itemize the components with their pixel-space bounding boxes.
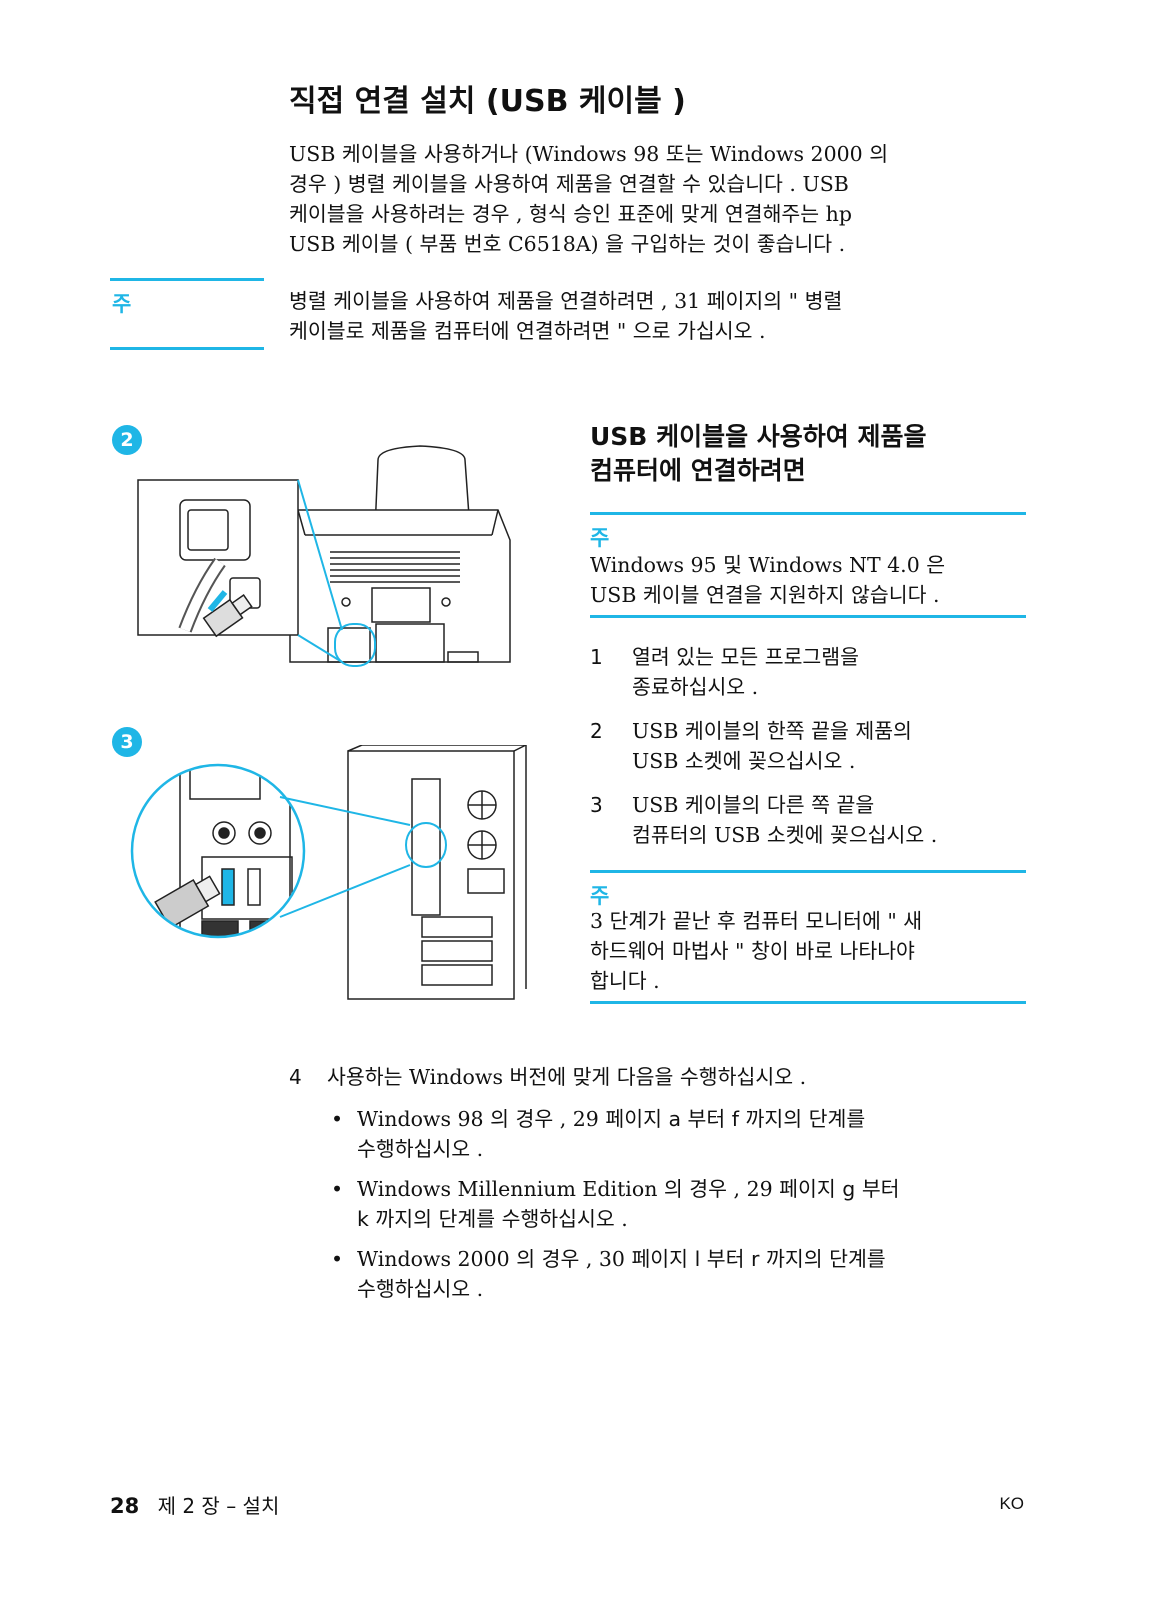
step-ref: a <box>668 1107 682 1131</box>
note-line: USB 케이블 연결을 지원하지 않습니다 . <box>590 583 940 607</box>
note-label: 주 <box>590 526 610 550</box>
note-rule-top <box>110 278 264 281</box>
step-number: 3 <box>590 793 603 817</box>
note-rule-bottom <box>590 1001 1026 1004</box>
note-line: 하드웨어 마법사 " 창이 바로 나타나야 <box>590 939 915 963</box>
bullet-text: Windows 98 의 경우 , 29 페이지 <box>357 1107 669 1131</box>
step-line: 컴퓨터의 USB 소켓에 꽂으십시오 . <box>632 823 938 847</box>
printer-usb-illustration <box>137 445 511 667</box>
intro-line: 경우 ) 병렬 케이블을 사용하여 제품을 연결할 수 있습니다 . USB <box>289 172 849 196</box>
note-line: 케이블로 제품을 컴퓨터에 연결하려면 " 으로 가십시오 . <box>289 319 766 343</box>
step-4: 4 사용하는 Windows 버전에 맞게 다음을 수행하십시오 . <box>289 1062 1049 1092</box>
bullet-icon: • <box>331 1107 344 1131</box>
note-text: 3 단계가 끝난 후 컴퓨터 모니터에 " 새 하드웨어 마법사 " 창이 바로… <box>590 906 1030 996</box>
step-ref: l <box>694 1247 701 1271</box>
bullet-text: 까지의 단계를 <box>739 1107 866 1131</box>
step-line: USB 소켓에 꽂으십시오 . <box>632 749 856 773</box>
step-ref: r <box>751 1247 760 1271</box>
page-number: 28 <box>110 1494 140 1518</box>
figure-badge: 3 <box>112 727 142 757</box>
step-line: 열려 있는 모든 프로그램을 <box>632 645 860 669</box>
step-line: 종료하십시오 . <box>632 675 759 699</box>
bullet-icon: • <box>331 1177 344 1201</box>
bullet-text: 수행하십시오 . <box>357 1137 484 1161</box>
bullet-text: 부터 <box>855 1177 900 1201</box>
note-label: 주 <box>590 884 610 908</box>
bullet-text: 부터 <box>681 1107 732 1131</box>
intro-line: USB 케이블을 사용하거나 (Windows 98 또는 Windows 20… <box>289 142 889 166</box>
note-label: 주 <box>112 292 132 316</box>
section-heading-line: USB 케이블을 사용하여 제품을 <box>590 422 927 451</box>
bullet-text: 까지의 단계를 수행하십시오 . <box>368 1207 628 1231</box>
bullet-text: 수행하십시오 . <box>357 1277 484 1301</box>
intro-line: 케이블을 사용하려는 경우 , 형식 승인 표준에 맞게 연결해주는 hp <box>289 202 852 226</box>
step-ref: f <box>731 1107 740 1131</box>
step-number: 1 <box>590 645 603 669</box>
step-text: 사용하는 Windows 버전에 맞게 다음을 수행하십시오 . <box>327 1065 807 1089</box>
bullet-text: Windows 2000 의 경우 , 30 페이지 <box>357 1247 695 1271</box>
note-rule-top <box>590 870 1026 873</box>
note-text: Windows 95 및 Windows NT 4.0 은 USB 케이블 연결… <box>590 550 1030 610</box>
list-item: • Windows Millennium Edition 의 경우 , 29 페… <box>327 1174 1047 1234</box>
windows-version-list: • Windows 98 의 경우 , 29 페이지 a 부터 f 까지의 단계… <box>327 1104 1047 1314</box>
step-ref: g <box>842 1177 856 1201</box>
steps-list: 1 열려 있는 모든 프로그램을 종료하십시오 . 2 USB 케이블의 한쪽 … <box>590 642 1030 850</box>
note-rule-bottom <box>110 347 264 350</box>
note-text: 병렬 케이블을 사용하여 제품을 연결하려면 , 31 페이지의 " 병렬 케이… <box>289 286 1049 346</box>
list-item: • Windows 98 의 경우 , 29 페이지 a 부터 f 까지의 단계… <box>327 1104 1047 1164</box>
note-rule-bottom <box>590 615 1026 618</box>
language-code: KO <box>999 1494 1024 1513</box>
step-line: USB 케이블의 한쪽 끝을 제품의 <box>632 719 912 743</box>
bullet-text: Windows Millennium Edition 의 경우 , 29 페이지 <box>357 1177 843 1201</box>
step-number: 4 <box>289 1065 302 1089</box>
note-line: Windows 95 및 Windows NT 4.0 은 <box>590 553 946 577</box>
chapter-label: 제 2 장 – 설치 <box>157 1494 280 1518</box>
figure-badge: 2 <box>112 425 142 455</box>
list-item: • Windows 2000 의 경우 , 30 페이지 l 부터 r 까지의 … <box>327 1244 1047 1304</box>
bullet-text: 부터 <box>700 1247 752 1271</box>
note-rule-top <box>590 512 1026 515</box>
list-item: 3 USB 케이블의 다른 쪽 끝을 컴퓨터의 USB 소켓에 꽂으십시오 . <box>590 790 1030 850</box>
computer-usb-illustration <box>130 745 527 1000</box>
bullet-icon: • <box>331 1247 344 1271</box>
step-line: USB 케이블의 다른 쪽 끝을 <box>632 793 875 817</box>
list-item: 1 열려 있는 모든 프로그램을 종료하십시오 . <box>590 642 1030 702</box>
intro-paragraph: USB 케이블을 사용하거나 (Windows 98 또는 Windows 20… <box>289 139 1049 259</box>
step-ref: k <box>357 1207 369 1231</box>
footer-left: 28 제 2 장 – 설치 <box>110 1490 279 1519</box>
note-line: 3 단계가 끝난 후 컴퓨터 모니터에 " 새 <box>590 909 923 933</box>
intro-line: USB 케이블 ( 부품 번호 C6518A) 을 구입하는 것이 좋습니다 . <box>289 232 846 256</box>
note-line: 병렬 케이블을 사용하여 제품을 연결하려면 , 31 페이지의 " 병렬 <box>289 289 843 313</box>
section-heading: USB 케이블을 사용하여 제품을 컴퓨터에 연결하려면 <box>590 420 926 488</box>
list-item: 2 USB 케이블의 한쪽 끝을 제품의 USB 소켓에 꽂으십시오 . <box>590 716 1030 776</box>
note-line: 합니다 . <box>590 969 660 993</box>
step-number: 2 <box>590 719 603 743</box>
page-title: 직접 연결 설치 (USB 케이블 ) <box>289 84 686 119</box>
section-heading-line: 컴퓨터에 연결하려면 <box>590 456 806 485</box>
bullet-text: 까지의 단계를 <box>759 1247 886 1271</box>
